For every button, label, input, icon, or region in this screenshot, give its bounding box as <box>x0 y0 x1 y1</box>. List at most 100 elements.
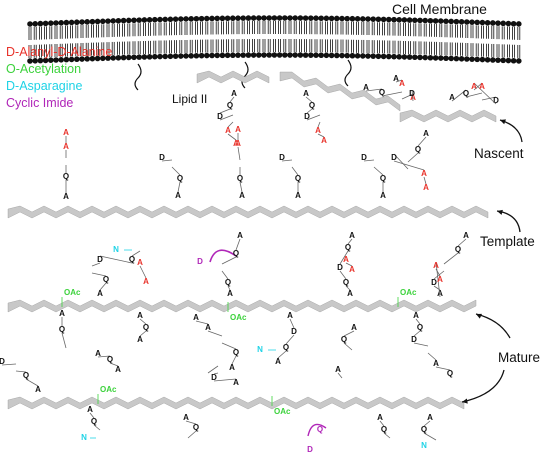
residue: A <box>137 311 143 320</box>
oac-label: OAc <box>64 288 81 297</box>
lipid-head <box>334 52 340 59</box>
residue: Q <box>380 174 386 183</box>
lipid-head <box>318 52 325 59</box>
membrane-title: Cell Membrane <box>392 1 487 17</box>
residue: A <box>239 191 245 200</box>
residue: A <box>471 82 477 91</box>
residue: A <box>59 309 65 318</box>
residue: Q <box>415 145 421 154</box>
residue: A <box>63 192 69 201</box>
residue: D <box>361 153 367 162</box>
lipid-head <box>266 15 273 21</box>
lipid-head <box>79 56 85 62</box>
template-arrow <box>496 210 521 233</box>
lipid-head <box>453 18 460 25</box>
residue: A <box>63 128 69 137</box>
residue: A <box>235 139 241 148</box>
residue: A <box>433 261 439 270</box>
bond <box>227 133 237 141</box>
lipid-head <box>292 52 299 58</box>
lipid-head <box>53 20 59 26</box>
residue: A <box>115 365 121 374</box>
bond <box>345 262 353 267</box>
residue: Q <box>455 245 461 254</box>
bond <box>207 365 219 374</box>
legend-d-asparagine: D-Asparagine <box>6 79 83 93</box>
bond <box>289 318 295 329</box>
lipid-head <box>271 52 278 58</box>
peptide-stems: AQDAAAQDAAAQADAAAQDAAAAQADQAAAQADQADQAAQ… <box>0 74 499 454</box>
lipid-head <box>178 53 184 59</box>
residue: Q <box>63 172 69 181</box>
bond <box>25 378 39 387</box>
lipid-head <box>469 56 475 62</box>
lipid-head <box>500 57 507 64</box>
lipid-head <box>141 54 148 60</box>
lipid-head <box>401 17 408 23</box>
bond <box>237 146 241 161</box>
residue: D <box>431 278 437 287</box>
lipid-head <box>115 17 122 24</box>
lipid-head <box>172 53 179 59</box>
lipid-head <box>302 15 309 21</box>
bond <box>291 166 299 176</box>
residue: D <box>279 153 285 162</box>
lipid-head <box>334 15 340 22</box>
lipid-head <box>349 52 356 59</box>
residue: N <box>421 441 427 450</box>
residue: Q <box>237 174 243 183</box>
lipid-head <box>157 53 163 60</box>
lipid-head <box>209 15 215 22</box>
bond <box>395 79 403 83</box>
mature-down-arrow <box>461 369 505 403</box>
bond <box>407 152 419 163</box>
residue: D <box>211 373 217 382</box>
residue: Q <box>59 325 65 334</box>
lipid-head <box>328 52 335 59</box>
lipid-head <box>172 16 179 22</box>
residue: Q <box>91 417 97 426</box>
residue: A <box>347 289 353 298</box>
residue: Q <box>379 88 385 97</box>
bond <box>393 153 409 170</box>
bond <box>213 378 237 382</box>
residue: A <box>137 335 143 344</box>
lipid-head <box>32 58 38 64</box>
lipid-head <box>323 52 330 59</box>
glycan-strand <box>7 299 477 313</box>
lipid-head <box>282 15 288 21</box>
bond <box>423 176 427 185</box>
residue: N <box>81 433 87 442</box>
lipid-head <box>443 18 449 25</box>
lipid-head <box>235 15 241 21</box>
bond <box>417 136 427 147</box>
residue: Q <box>381 425 387 434</box>
bond <box>187 430 197 439</box>
lipid-head <box>198 52 205 59</box>
residue: A <box>399 79 405 88</box>
lipid-head <box>230 15 236 22</box>
lipid-head <box>287 15 293 21</box>
lipid-head <box>84 56 90 62</box>
residue: Q <box>23 371 29 380</box>
legend-d-alanyl: D-Alanyl-D-Alanine <box>6 45 113 59</box>
lipid-head <box>328 15 335 22</box>
residue: A <box>95 349 101 358</box>
lipid-head <box>214 15 220 22</box>
lipid-head <box>94 18 101 25</box>
bond <box>306 108 313 114</box>
lipid-head <box>297 15 304 21</box>
oac-label: OAc <box>400 288 417 297</box>
residue: Q <box>143 323 149 332</box>
lipid-head <box>37 57 44 64</box>
bond <box>457 238 467 247</box>
lipid-head <box>188 53 194 59</box>
lipid-head <box>386 16 392 23</box>
oac-label: OAc <box>274 407 291 416</box>
lipid-head <box>250 15 257 21</box>
residue: D <box>304 112 310 121</box>
residue: Q <box>463 89 469 98</box>
residue: A <box>137 258 143 267</box>
bond <box>347 238 353 245</box>
residue: D <box>307 445 313 454</box>
